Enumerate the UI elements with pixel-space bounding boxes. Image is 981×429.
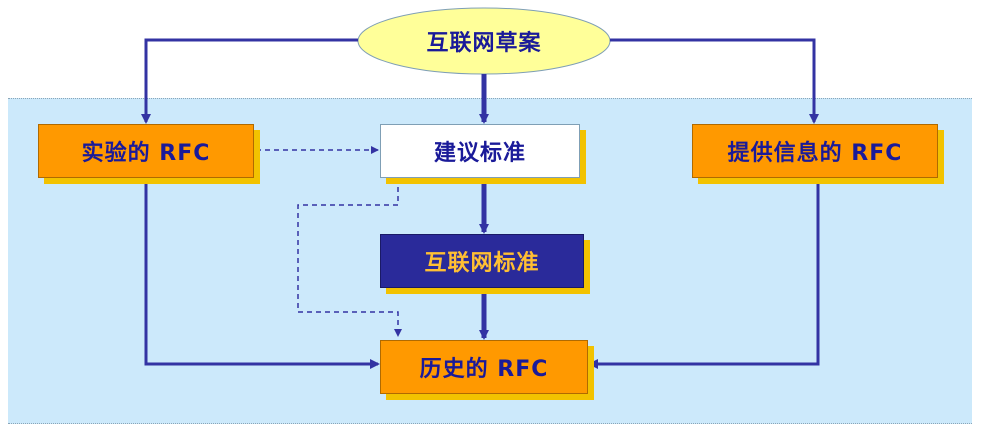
edge-informational-to-historic <box>588 178 820 369</box>
node-proposed-standard: 建议标准 <box>380 124 580 178</box>
node-internet-draft: 互联网草案 <box>358 8 610 74</box>
edge-draft-to-informational <box>610 38 819 124</box>
node-informational-rfc: 提供信息的 RFC <box>692 124 938 178</box>
node-historic-rfc: 历史的 RFC <box>380 340 588 394</box>
edge-experimental-to-historic <box>144 180 380 369</box>
node-informational-rfc-label: 提供信息的 RFC <box>727 141 903 166</box>
node-historic-rfc-label: 历史的 RFC <box>419 357 549 382</box>
edge-proposed-to-historic-dashed <box>297 178 402 337</box>
node-internet-standard: 互联网标准 <box>380 234 584 288</box>
node-experimental-rfc-label: 实验的 RFC <box>81 141 211 166</box>
edge-draft-to-experimental <box>141 38 358 124</box>
node-internet-standard-label: 互联网标准 <box>424 251 540 276</box>
node-experimental-rfc: 实验的 RFC <box>38 124 254 178</box>
node-proposed-standard-label: 建议标准 <box>433 141 526 166</box>
node-internet-draft-label: 互联网草案 <box>426 31 542 56</box>
